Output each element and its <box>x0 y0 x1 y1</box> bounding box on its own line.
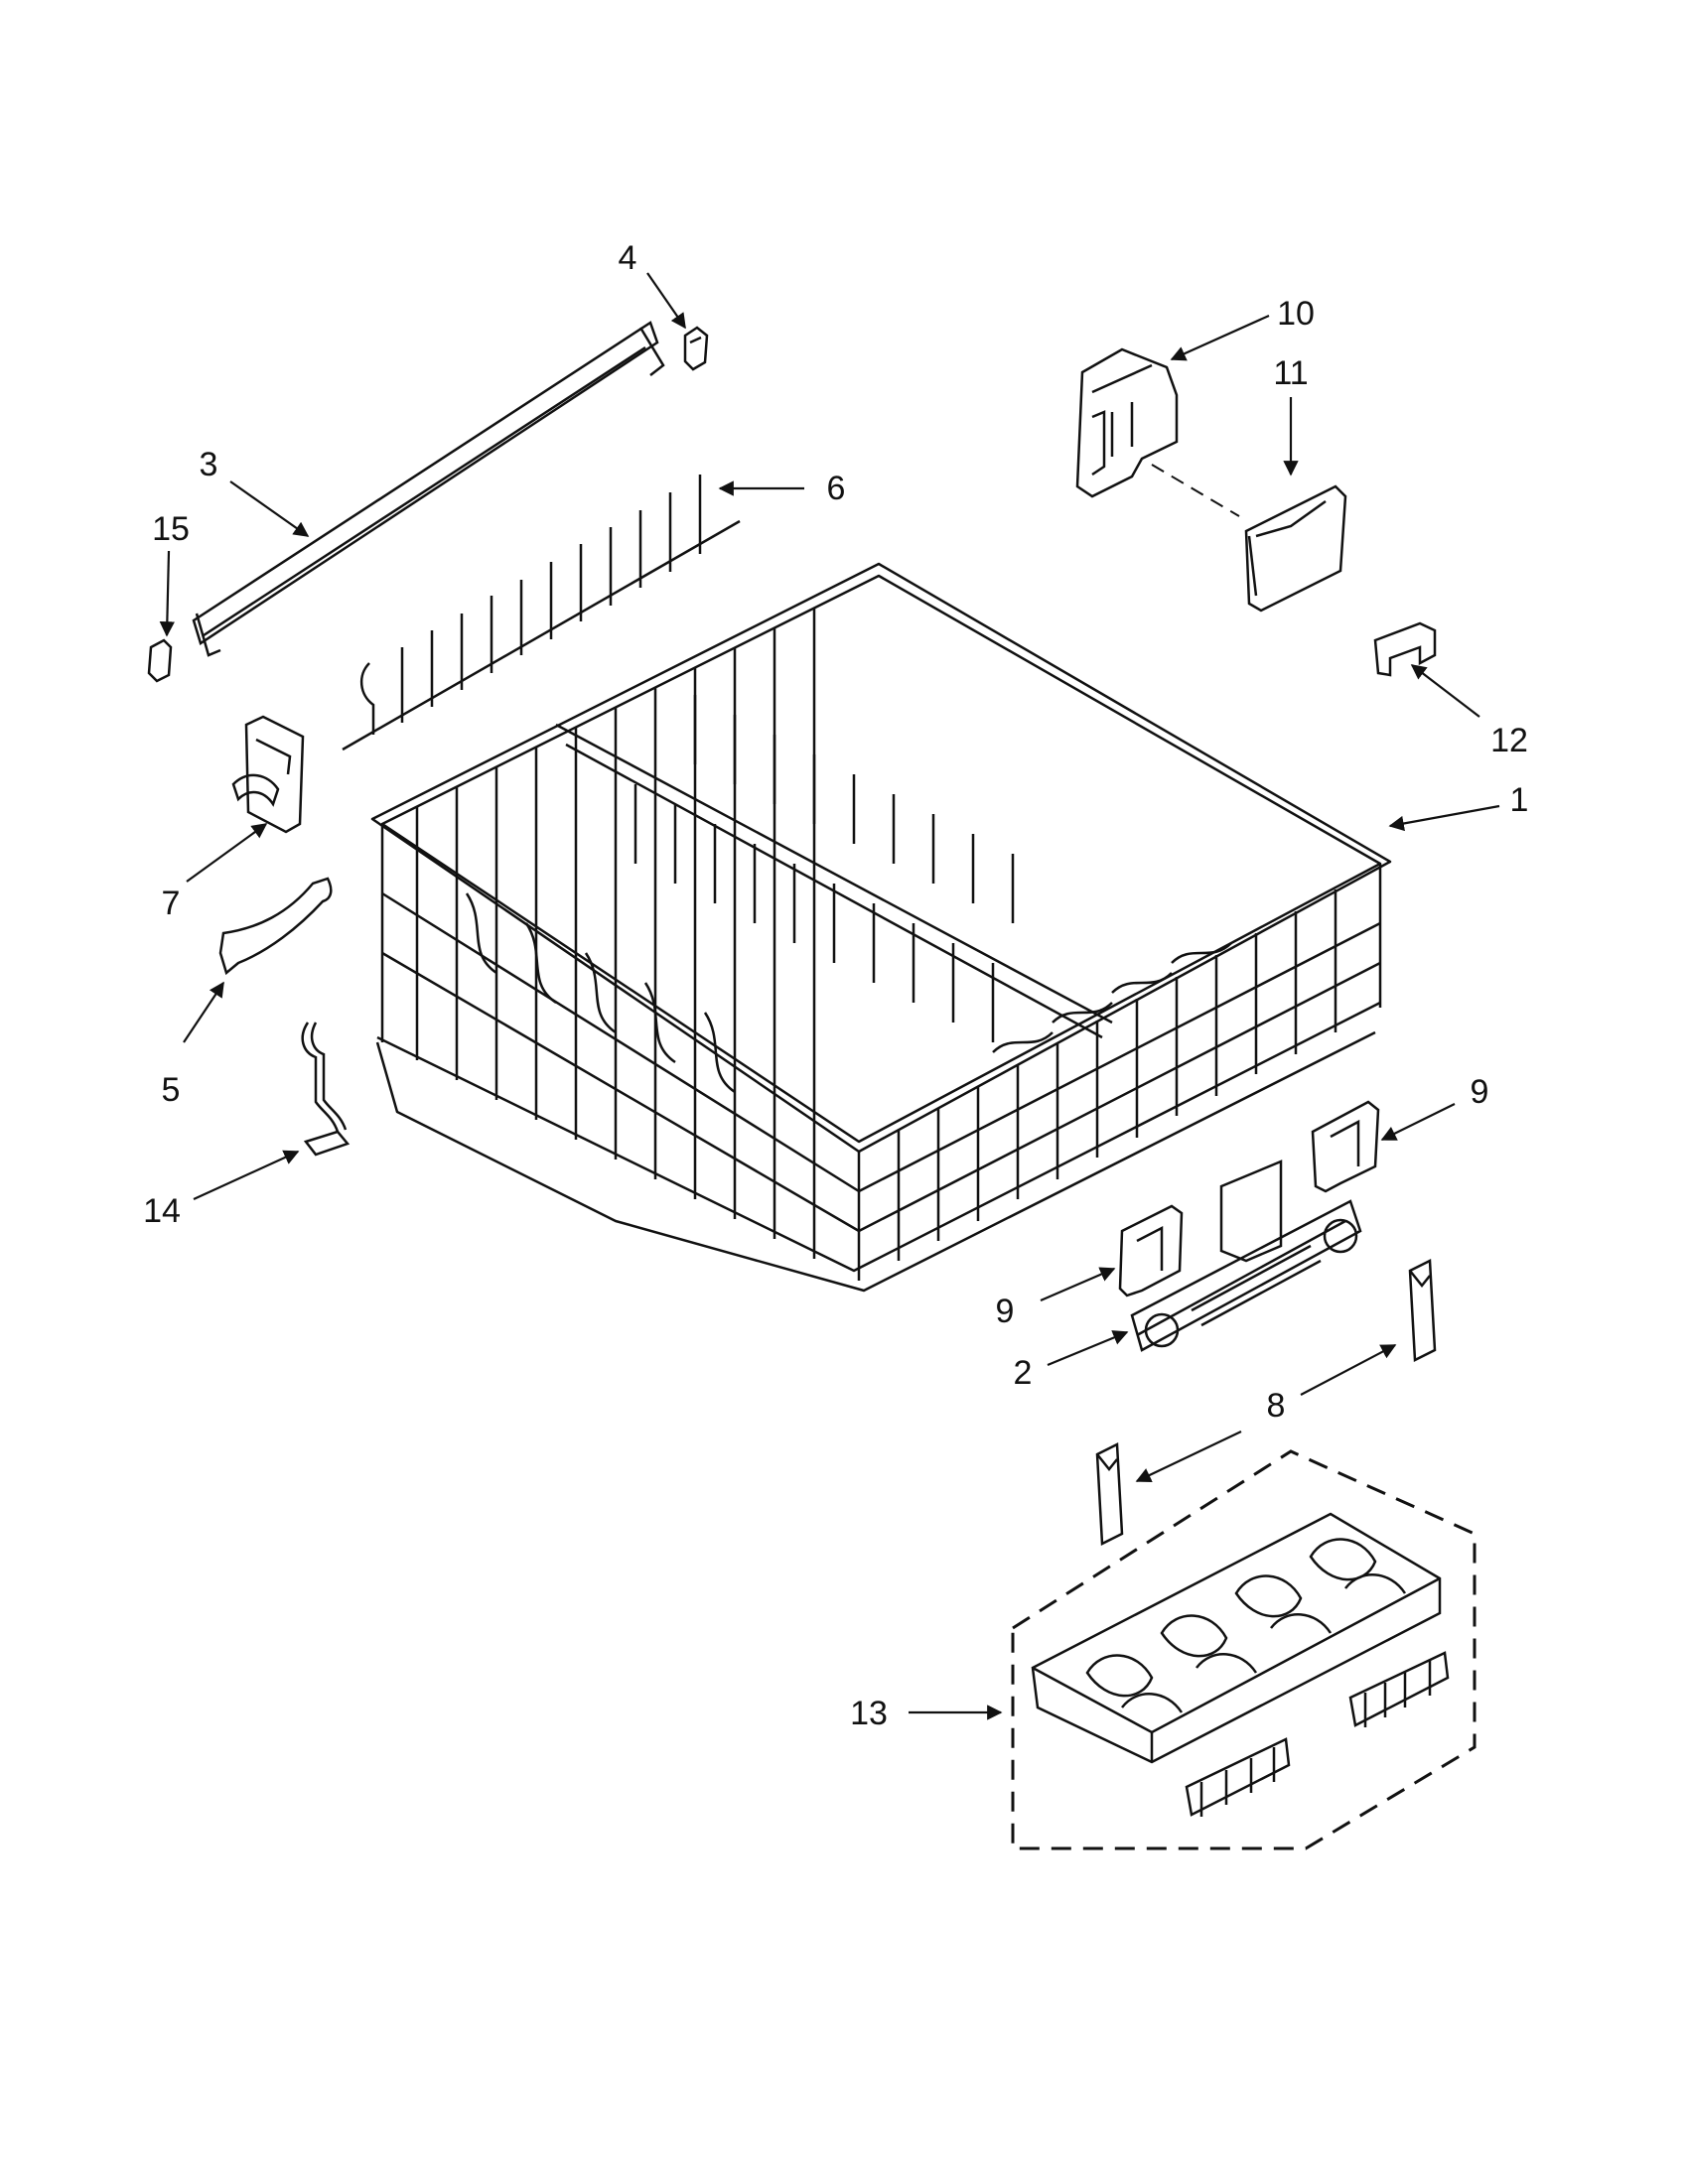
callout-6: 6 <box>827 470 846 507</box>
callout-2: 2 <box>1014 1354 1033 1392</box>
leader-2 <box>1047 1330 1129 1367</box>
part-1-upper-rack <box>370 562 1392 1293</box>
leader-lines <box>159 272 1500 1720</box>
part-12-bracket <box>1373 621 1437 677</box>
leader-8b <box>1135 1431 1242 1482</box>
part-9-track-stop-upper <box>1311 1100 1380 1193</box>
leader-1 <box>1388 804 1500 832</box>
part-4-rail-end-cap <box>683 326 709 371</box>
part-5-adjuster-lever <box>218 877 333 976</box>
part-13-cup-shelf <box>1031 1512 1442 1764</box>
part-6-tine-row <box>342 475 741 751</box>
leader-12 <box>1410 664 1480 718</box>
callout-7: 7 <box>162 885 181 922</box>
part-8-slide-right <box>1408 1259 1437 1362</box>
leader-15 <box>159 550 176 637</box>
callout-11: 11 <box>1273 354 1308 392</box>
part-7-rack-clip <box>231 715 305 834</box>
part-13-shelf-clip-left <box>1185 1737 1291 1817</box>
part-3-rack-rail <box>192 321 665 657</box>
callout-12: 12 <box>1490 722 1528 759</box>
leader-7 <box>186 823 268 883</box>
leader-9a <box>1380 1103 1456 1141</box>
part-2-adjuster-assembly <box>1130 1160 1362 1352</box>
callout-5: 5 <box>162 1071 181 1109</box>
part-13-kit-boundary <box>1011 1449 1477 1850</box>
callout-10: 10 <box>1277 295 1315 333</box>
part-11-cover <box>1244 484 1347 613</box>
part-15-rail-stop <box>147 638 173 683</box>
leader-8a <box>1300 1344 1397 1396</box>
callout-3: 3 <box>200 446 218 483</box>
callout-15: 15 <box>152 510 190 548</box>
callout-labels: 1 2 3 4 5 6 7 8 9 9 10 11 12 13 14 15 <box>143 239 1528 1732</box>
part-13-shelf-clip-right <box>1348 1651 1450 1727</box>
leader-3 <box>229 480 310 537</box>
leader-10 <box>1170 314 1270 361</box>
leader-9b <box>1040 1267 1116 1302</box>
part-14-wire-spring <box>301 1022 351 1157</box>
part-11-to-10-dashed-link <box>1151 464 1240 517</box>
callout-1: 1 <box>1510 781 1529 819</box>
callout-14: 14 <box>143 1192 181 1230</box>
callout-9-lower: 9 <box>996 1293 1015 1330</box>
callout-13: 13 <box>850 1695 888 1732</box>
part-8-slide-left <box>1095 1442 1124 1546</box>
leader-14 <box>193 1150 300 1201</box>
callout-4: 4 <box>619 239 637 277</box>
part-9-track-stop-lower <box>1118 1204 1184 1297</box>
callout-9-upper: 9 <box>1471 1073 1489 1111</box>
part-10-adjuster-housing <box>1075 347 1179 498</box>
leader-5 <box>183 981 224 1043</box>
leader-4 <box>646 272 686 330</box>
callout-8: 8 <box>1267 1387 1286 1425</box>
